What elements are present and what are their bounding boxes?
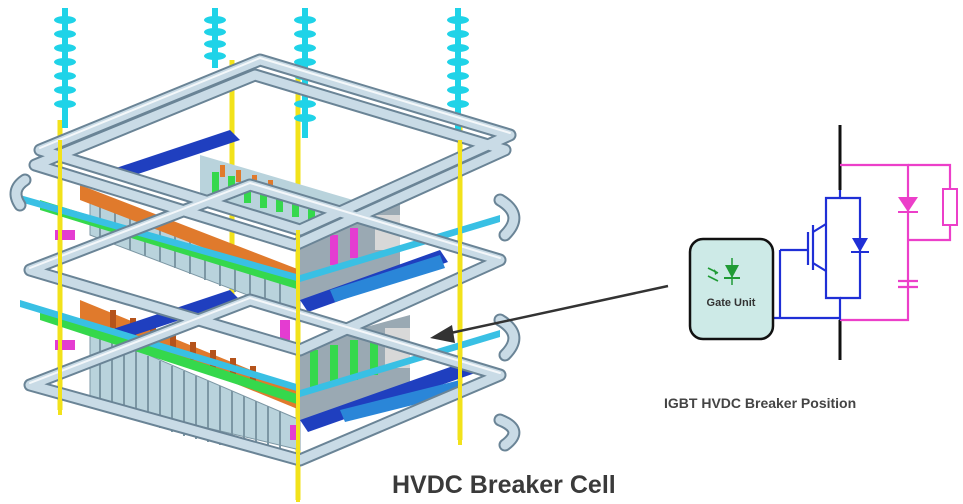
snubber-diode-icon [898, 197, 918, 212]
freewheel-diode-icon [852, 238, 868, 252]
main-caption: HVDC Breaker Cell [392, 471, 616, 499]
gate-unit-label: Gate Unit [707, 297, 756, 309]
cooling-pipes [9, 53, 521, 467]
busbars [110, 130, 478, 432]
pointer-arrow [430, 284, 669, 343]
breaker-cell-illustration [9, 8, 521, 502]
front-rods [58, 140, 462, 502]
magenta-accents [55, 230, 300, 440]
circuit-caption: IGBT HVDC Breaker Position [664, 395, 857, 411]
igbt-icon [773, 190, 862, 320]
insulator-1 [54, 8, 76, 128]
resistor-icon [942, 188, 958, 226]
gate-unit-box: Gate Unit [688, 237, 775, 341]
insulator-2 [204, 8, 226, 68]
frame-bars [20, 195, 500, 397]
snubber-branch [840, 163, 952, 322]
igbt-circuit-schematic: Gate Unit [688, 125, 958, 360]
